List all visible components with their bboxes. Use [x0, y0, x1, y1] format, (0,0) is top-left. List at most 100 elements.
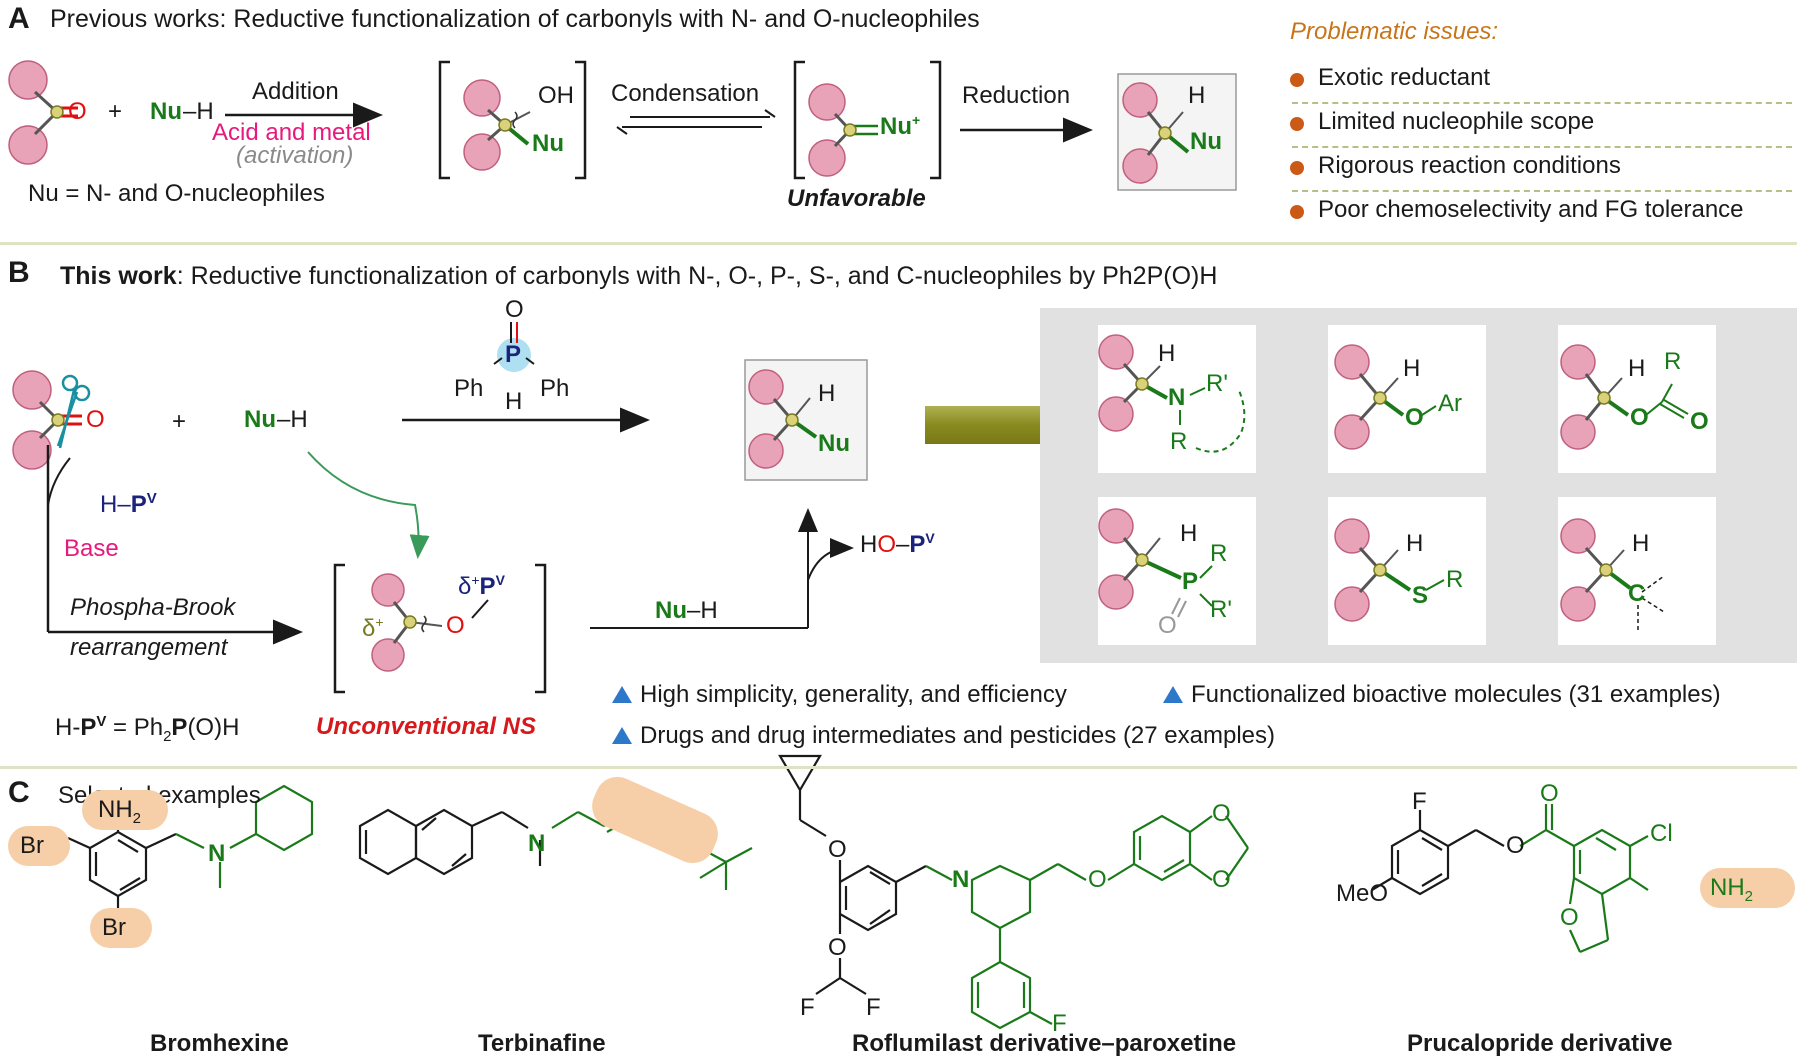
c-o6: O — [1506, 832, 1525, 859]
phospha-brook-1: Phospha-Brook — [70, 594, 236, 621]
hpv-label: H–PV — [100, 490, 157, 518]
base-label: Base — [64, 535, 119, 562]
panel-b-title: This work: Reductive functionalization o… — [60, 262, 1218, 290]
divider — [1292, 190, 1792, 192]
panel-c-letter: C — [8, 776, 30, 809]
p3-h: H — [1628, 355, 1646, 382]
compound-name-3: Roflumilast derivative–paroxetine — [852, 1030, 1237, 1057]
ketone-structure — [8, 60, 78, 165]
p1-r-prime: R' — [1206, 370, 1228, 397]
phospha-brook-2: rearrangement — [70, 634, 228, 661]
p2-h: H — [1403, 355, 1421, 382]
c-n3: N — [952, 866, 970, 893]
carbonyl-o: O — [68, 98, 87, 125]
plus-sign: + — [108, 98, 123, 125]
bromhexine-structure — [67, 784, 314, 918]
addition-label: Addition — [252, 78, 339, 105]
acid-metal-label: Acid and metal — [212, 119, 371, 146]
section-divider — [0, 242, 1797, 245]
nu-label-2: Nu — [532, 130, 564, 157]
c-n1: N — [208, 840, 226, 867]
triangle-icon — [1163, 686, 1183, 703]
p4-o: O — [1158, 612, 1177, 639]
compound-name-4: Prucalopride derivative — [1407, 1030, 1673, 1057]
dash-h: –H — [183, 98, 214, 125]
highlight — [82, 790, 168, 830]
product-h: H — [818, 380, 836, 407]
issue-4: Poor chemoselectivity and FG tolerance — [1318, 196, 1744, 223]
nu-definition: Nu = N- and O-nucleophiles — [28, 180, 325, 207]
issue-2: Limited nucleophile scope — [1318, 108, 1595, 135]
triangle-icon — [612, 727, 632, 744]
c-o1: O — [828, 836, 847, 863]
panel-a-letter: A — [8, 2, 30, 35]
c-cl: Cl — [1650, 820, 1673, 847]
issue-3: Rigorous reaction conditions — [1318, 152, 1621, 179]
oh-label: OH — [538, 82, 574, 109]
triangle-icon — [612, 686, 632, 703]
ns-o: O — [446, 612, 465, 639]
compound-name-1: Bromhexine — [150, 1030, 289, 1057]
p2-ar: Ar — [1438, 390, 1462, 417]
activation-label: (activation) — [236, 142, 354, 169]
highlight — [90, 908, 152, 948]
c-meo: MeO — [1336, 880, 1389, 907]
c-br1: Br — [20, 832, 44, 859]
plus-sign-b: + — [172, 408, 187, 435]
divider — [1292, 102, 1792, 104]
issue-bullet-icon — [1290, 205, 1304, 219]
ho-pv-label: HO–PV — [860, 530, 935, 558]
p3-r: R — [1664, 348, 1682, 375]
p2-o: O — [1405, 404, 1424, 431]
prucalopride-structure — [1371, 804, 1649, 954]
reagent-ph-left: Ph — [454, 375, 484, 402]
c-br2: Br — [102, 914, 126, 941]
reduction-label: Reduction — [962, 82, 1071, 109]
nu-h-lower: Nu–H — [655, 597, 718, 624]
reagent-o: O — [505, 296, 524, 323]
p5-r: R — [1446, 566, 1464, 593]
c-f1: F — [800, 994, 815, 1021]
p4-r: R — [1210, 540, 1228, 567]
c-f2: F — [866, 994, 881, 1021]
p4-r-prime: R' — [1210, 596, 1232, 623]
issue-bullet-icon — [1290, 161, 1304, 175]
c-o3: O — [1088, 866, 1107, 893]
p5-s: S — [1412, 582, 1429, 609]
dash-h-b: –H — [277, 406, 308, 433]
unfavorable-label: Unfavorable — [787, 185, 926, 212]
delta-plus-c: δ+ — [362, 614, 384, 642]
panel-b-letter: B — [8, 256, 30, 289]
issue-1: Exotic reductant — [1318, 64, 1491, 91]
issue-bullet-icon — [1290, 73, 1304, 87]
compound-name-2: Terbinafine — [478, 1030, 606, 1057]
nu-label-3: Nu — [1190, 128, 1222, 155]
p3-o: O — [1630, 404, 1649, 431]
p4-p: P — [1182, 568, 1199, 595]
c-o5: O — [1212, 866, 1231, 893]
issues-title: Problematic issues: — [1290, 18, 1499, 45]
p3-o2: O — [1690, 408, 1709, 435]
roflumilast-paroxetine-structure — [778, 754, 1249, 1030]
c-o4: O — [1212, 800, 1231, 827]
unconventional-ns-label: Unconventional NS — [316, 713, 537, 740]
c-n2: N — [528, 830, 546, 857]
delta-plus-p: δ+PV — [458, 572, 505, 600]
hpv-definition: H-PV = Ph2P(O)H — [55, 713, 240, 745]
p4-h: H — [1180, 520, 1198, 547]
panel-a-title: Previous works: Reductive functionalizat… — [50, 5, 980, 33]
condensation-label: Condensation — [611, 80, 760, 107]
nu-plus-label: Nu+ — [880, 112, 921, 140]
c-f3: F — [1052, 1010, 1067, 1037]
p1-r: R — [1170, 428, 1188, 455]
reagent-ph-right: Ph — [540, 375, 570, 402]
nu-label: Nu — [150, 98, 182, 125]
c-o7: O — [1540, 780, 1559, 807]
p1-n: N — [1168, 384, 1186, 411]
reagent-h: H — [505, 388, 523, 415]
reagent-p: P — [505, 341, 522, 368]
issue-bullet-icon — [1290, 117, 1304, 131]
bullet-3: Drugs and drug intermediates and pestici… — [612, 722, 1275, 750]
divider — [1292, 146, 1792, 148]
c-nh2: NH2 — [98, 796, 142, 827]
